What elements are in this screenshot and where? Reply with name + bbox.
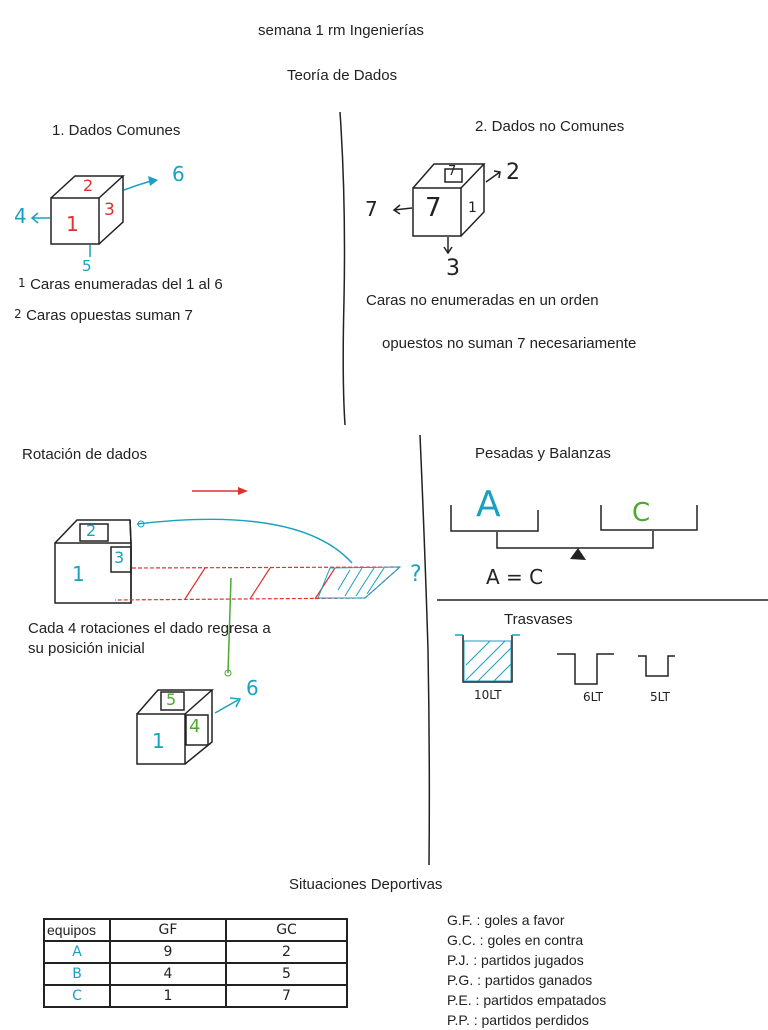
legend-item: G.F. : goles a favor (447, 912, 565, 928)
container-label-5lt: 5LT (650, 690, 670, 704)
table-row: C 1 7 (43, 984, 348, 1008)
non-common-note-1: Caras no enumeradas en un orden (366, 292, 599, 309)
common-die-back-label: 6 (172, 162, 185, 186)
non-common-note-2: opuestos no suman 7 necesariamente (382, 335, 637, 352)
common-die-drawing (50, 175, 125, 245)
common-die-bottom-label: 5 (82, 257, 92, 275)
common-die-front: 1 (66, 212, 79, 236)
non-common-die-left-label: 7 (365, 197, 378, 221)
balance-heading: Pesadas y Balanzas (475, 445, 611, 462)
table-header-equipos: equipos (43, 918, 111, 942)
non-common-dice-heading: 2. Dados no Comunes (475, 118, 625, 135)
balance-pan-left: A (476, 484, 501, 525)
table-cell-gf: 4 (109, 962, 227, 986)
common-die-left-label: 4 (14, 204, 27, 228)
container-label-10lt: 10LT (474, 688, 502, 702)
table-cell-gf: 9 (109, 940, 227, 964)
balance-drawing (450, 505, 698, 549)
non-common-die-bottom-label: 3 (446, 256, 460, 281)
common-die-top: 2 (83, 176, 94, 195)
non-common-die-right: 1 (468, 200, 477, 216)
common-note-1: 1 Caras enumeradas del 1 al 6 (18, 276, 223, 293)
sports-legend: G.F. : goles a favor G.C. : goles en con… (447, 910, 606, 1030)
table-cell-team: B (43, 962, 111, 986)
table-header-gf: GF (109, 918, 227, 942)
rotation-question-mark: ? (410, 562, 422, 587)
common-die-right: 3 (104, 200, 115, 220)
table-header-row: equipos GF GC (43, 918, 348, 942)
page-title: semana 1 rm Ingenierías (258, 22, 424, 39)
non-common-die-front: 7 (425, 193, 442, 223)
table-row: A 9 2 (43, 940, 348, 964)
rotation-die-1-front: 1 (72, 562, 85, 586)
rotation-die-2-side-label: 6 (246, 676, 259, 700)
rotation-die-2-drawing (136, 689, 214, 765)
table-cell-gc: 2 (225, 940, 348, 964)
rotation-die-1-right: 3 (114, 548, 125, 567)
rotation-die-2-front: 1 (152, 729, 165, 753)
legend-item: P.P. : partidos perdidos (447, 1012, 589, 1028)
common-note-2: 2 Caras opuestas suman 7 (14, 307, 193, 324)
legend-item: P.J. : partidos jugados (447, 952, 584, 968)
table-header-gc: GC (225, 918, 348, 942)
table-cell-gf: 1 (109, 984, 227, 1008)
non-common-die-top: 7 (448, 164, 457, 179)
rotation-heading: Rotación de dados (22, 446, 148, 463)
page-subtitle: Teoría de Dados (287, 67, 398, 84)
table-cell-team: C (43, 984, 111, 1008)
rotation-die-1-drawing (54, 519, 132, 604)
rotation-note-line-1: Cada 4 rotaciones el dado regresa a (28, 620, 271, 637)
non-common-die-drawing (412, 163, 486, 237)
rotation-note-line-2: su posición inicial (28, 640, 145, 657)
container-label-6lt: 6LT (583, 690, 603, 704)
legend-item: G.C. : goles en contra (447, 932, 584, 948)
rotation-die-2-right: 4 (189, 716, 201, 737)
balance-equation: A = C (486, 565, 544, 589)
non-common-die-right-label: 2 (506, 160, 520, 185)
table-cell-team: A (43, 940, 111, 964)
sports-heading: Situaciones Deportivas (289, 876, 443, 893)
table-cell-gc: 5 (225, 962, 348, 986)
balance-pan-right: C (632, 498, 651, 528)
common-dice-heading: 1. Dados Comunes (52, 122, 181, 139)
table-cell-gc: 7 (225, 984, 348, 1008)
rotation-die-1-top: 2 (86, 521, 97, 540)
sports-table: equipos GF GC A 9 2 B 4 5 C 1 7 (43, 918, 348, 1008)
trasvases-heading: Trasvases (504, 611, 573, 628)
legend-item: P.G. : partidos ganados (447, 972, 593, 988)
containers-drawing (462, 635, 675, 685)
legend-item: P.E. : partidos empatados (447, 992, 607, 1008)
rotation-die-2-top: 5 (166, 690, 177, 709)
table-row: B 4 5 (43, 962, 348, 986)
